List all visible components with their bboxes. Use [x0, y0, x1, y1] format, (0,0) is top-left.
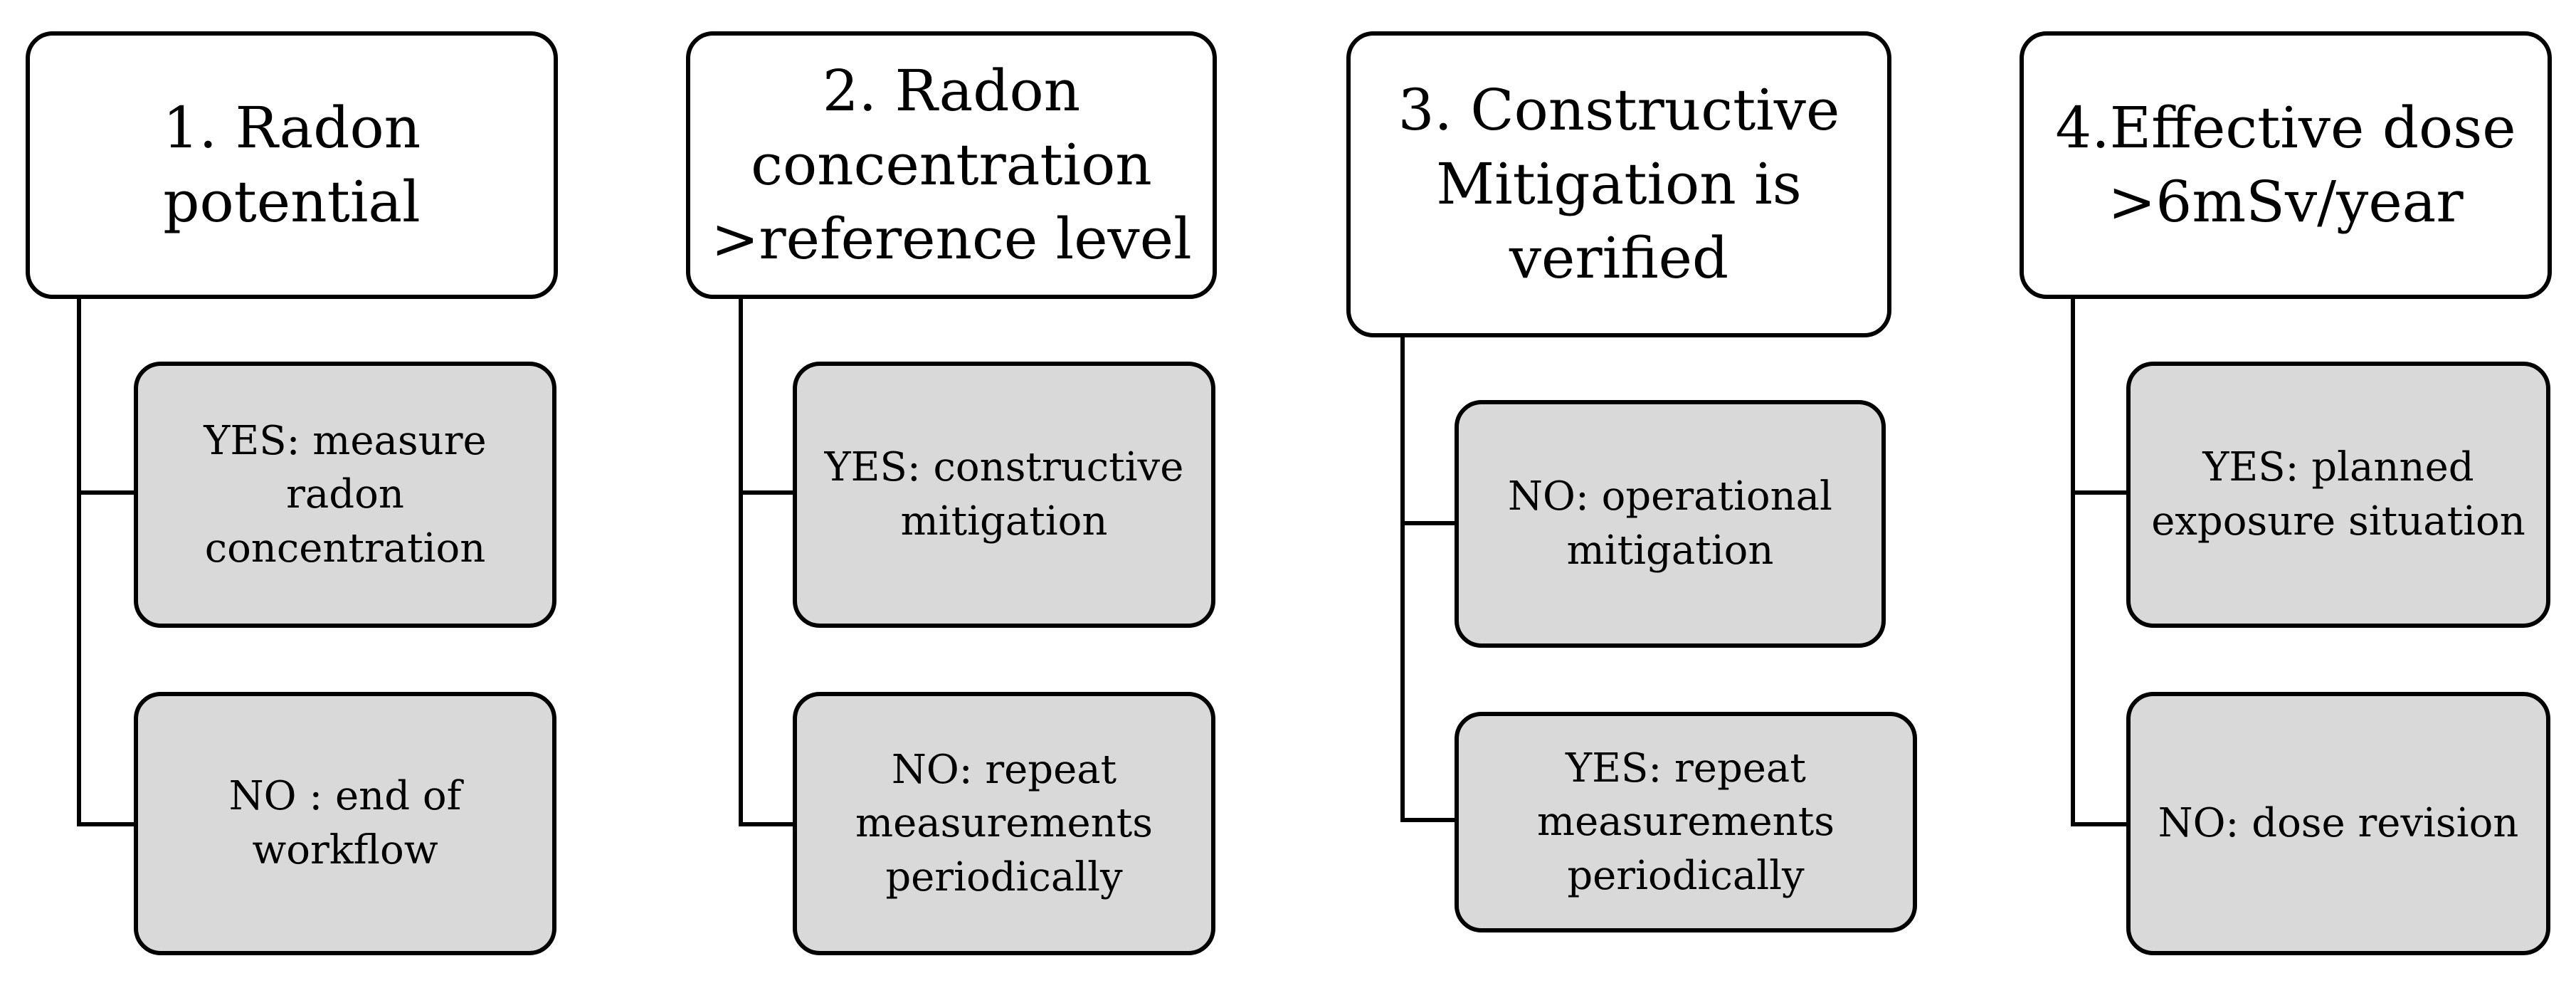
step-2-no-label: NO: repeat measurements periodically [855, 746, 1153, 900]
step-4-yes-label: YES: planned exposure situation [2151, 444, 2525, 545]
step-1-box: 1. Radon potential [26, 31, 558, 299]
step-2-no-box: NO: repeat measurements periodically [793, 692, 1215, 955]
step-4-trunk-line [2071, 298, 2075, 826]
step-3-no-box: NO: operational mitigation [1455, 400, 1886, 648]
step-4-no-box: NO: dose revision [2126, 692, 2550, 955]
step-3-branch-1-line [1400, 521, 1456, 525]
step-4-branch-1-line [2071, 490, 2128, 495]
step-2-branch-1-line [739, 490, 794, 495]
step-1-no-box: NO : end of workflow [134, 692, 556, 955]
step-3-branch-2-line [1400, 818, 1456, 822]
step-2-yes-label: YES: constructive mitigation [824, 444, 1184, 545]
step-2-yes-box: YES: constructive mitigation [793, 362, 1215, 628]
step-1-trunk-line [77, 298, 81, 826]
step-2-branch-2-line [739, 822, 794, 826]
step-1-yes-box: YES: measure radon concentration [134, 362, 556, 628]
step-4-title: 4.Effective dose >6mSv/year [2055, 95, 2516, 235]
step-3-title: 3. Constructive Mitigation is verified [1398, 77, 1840, 291]
step-1-yes-label: YES: measure radon concentration [204, 417, 487, 572]
step-3-trunk-line [1400, 336, 1405, 822]
step-4-branch-2-line [2071, 822, 2128, 826]
step-1-branch-1-line [77, 490, 135, 495]
step-2-title: 2. Radon concentration >reference level [711, 58, 1192, 272]
step-1-title: 1. Radon potential [162, 95, 421, 235]
step-1-no-label: NO : end of workflow [228, 773, 462, 873]
step-4-yes-box: YES: planned exposure situation [2126, 362, 2550, 628]
step-3-box: 3. Constructive Mitigation is verified [1346, 31, 1891, 337]
step-4-no-label: NO: dose revision [2158, 800, 2519, 847]
step-3-yes-label: YES: repeat measurements periodically [1537, 745, 1835, 899]
step-4-box: 4.Effective dose >6mSv/year [2020, 31, 2552, 299]
step-2-trunk-line [739, 298, 743, 826]
step-3-yes-box: YES: repeat measurements periodically [1455, 712, 1917, 932]
step-3-no-label: NO: operational mitigation [1508, 473, 1832, 574]
step-2-box: 2. Radon concentration >reference level [686, 31, 1217, 299]
step-1-branch-2-line [77, 822, 135, 826]
